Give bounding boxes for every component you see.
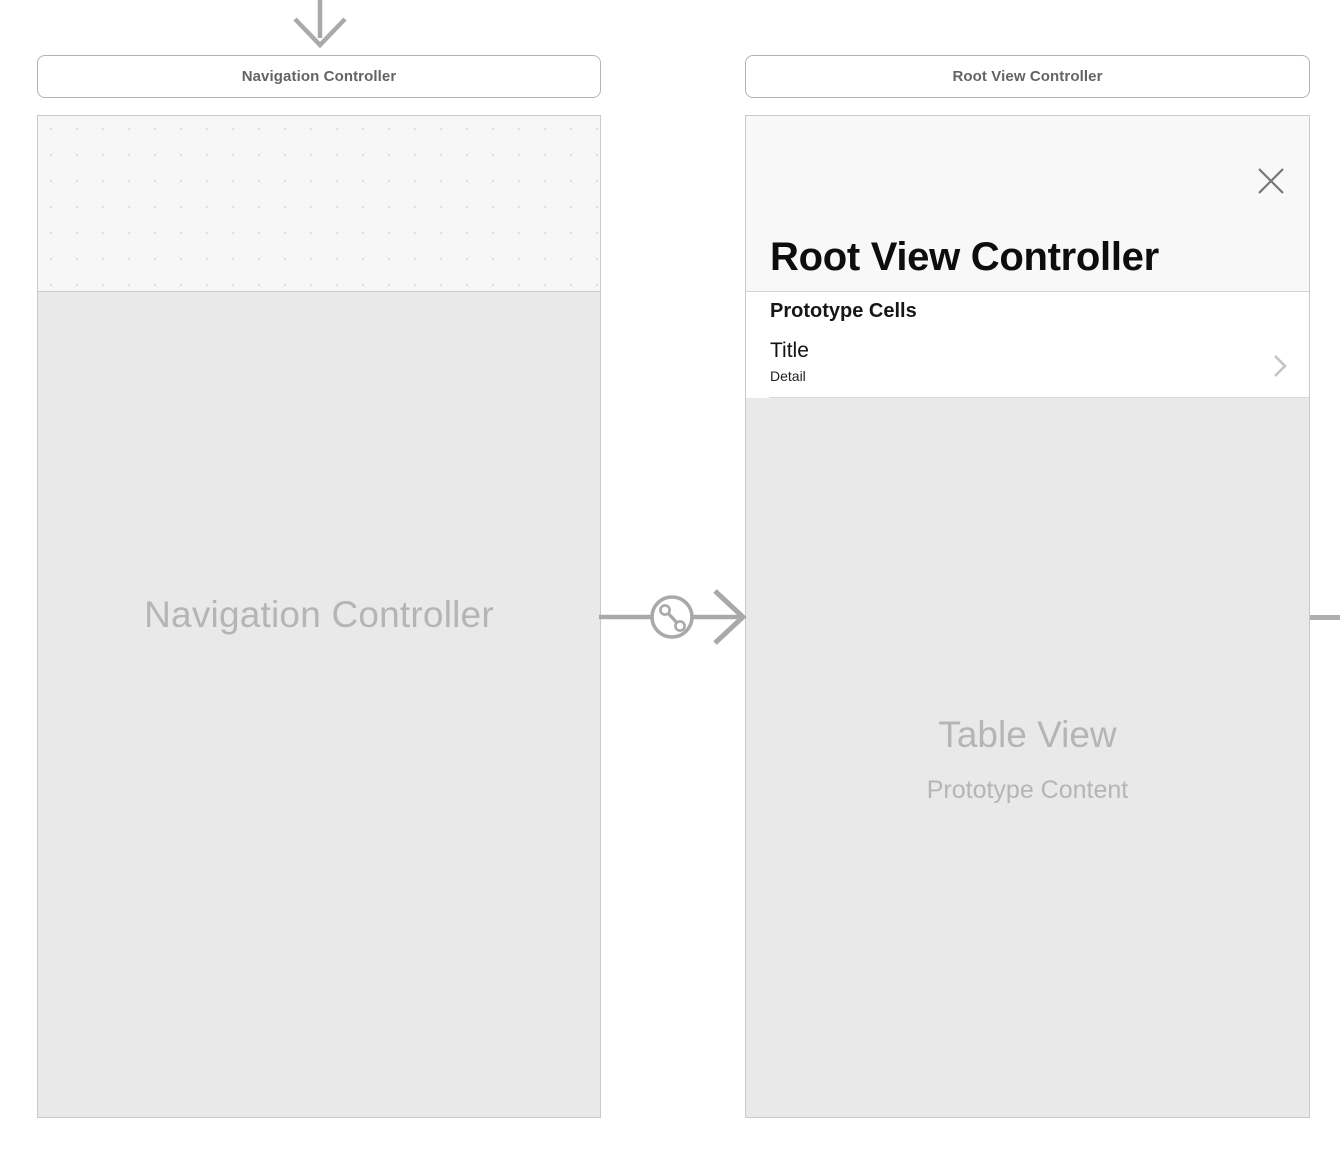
prototype-cells-label: Prototype Cells: [770, 300, 917, 322]
scene-title-label: Navigation Controller: [241, 68, 397, 85]
cell-title-label: Title: [770, 339, 809, 362]
root-view-controller-scene[interactable]: Root View Controller Prototype Cells Tit…: [745, 115, 1310, 1118]
scene-title-label: Root View Controller: [952, 68, 1103, 85]
scene-title-root-view-controller[interactable]: Root View Controller: [745, 55, 1310, 98]
prototype-cells-section: Prototype Cells Title Detail: [746, 292, 1309, 398]
initial-view-controller-arrow-icon[interactable]: [288, 0, 352, 52]
navigation-controller-scene[interactable]: Navigation Controller: [37, 115, 601, 1118]
table-view-cell[interactable]: Title Detail: [746, 338, 1309, 398]
prototype-content-label: Prototype Content: [926, 776, 1129, 804]
cell-detail-label: Detail: [770, 368, 806, 384]
close-icon[interactable]: [1257, 167, 1285, 195]
large-title-label: Root View Controller: [770, 235, 1159, 279]
chevron-right-icon: [1274, 355, 1287, 377]
table-view-area[interactable]: Table View Prototype Content: [746, 398, 1309, 1117]
navigation-bar-large-title-area: Root View Controller: [746, 116, 1309, 292]
relationship-segue-icon[interactable]: [650, 595, 694, 639]
scene-title-navigation-controller[interactable]: Navigation Controller: [37, 55, 601, 98]
outgoing-segue-line[interactable]: [1310, 615, 1340, 620]
segue-arrowhead-icon: [713, 589, 747, 645]
root-view-controller-segue[interactable]: [599, 585, 747, 649]
navigation-controller-placeholder-label: Navigation Controller: [144, 594, 494, 635]
table-view-placeholder-label: Table View: [938, 714, 1117, 755]
navigation-bar-placeholder[interactable]: [38, 116, 600, 292]
cell-separator: [769, 397, 1309, 398]
